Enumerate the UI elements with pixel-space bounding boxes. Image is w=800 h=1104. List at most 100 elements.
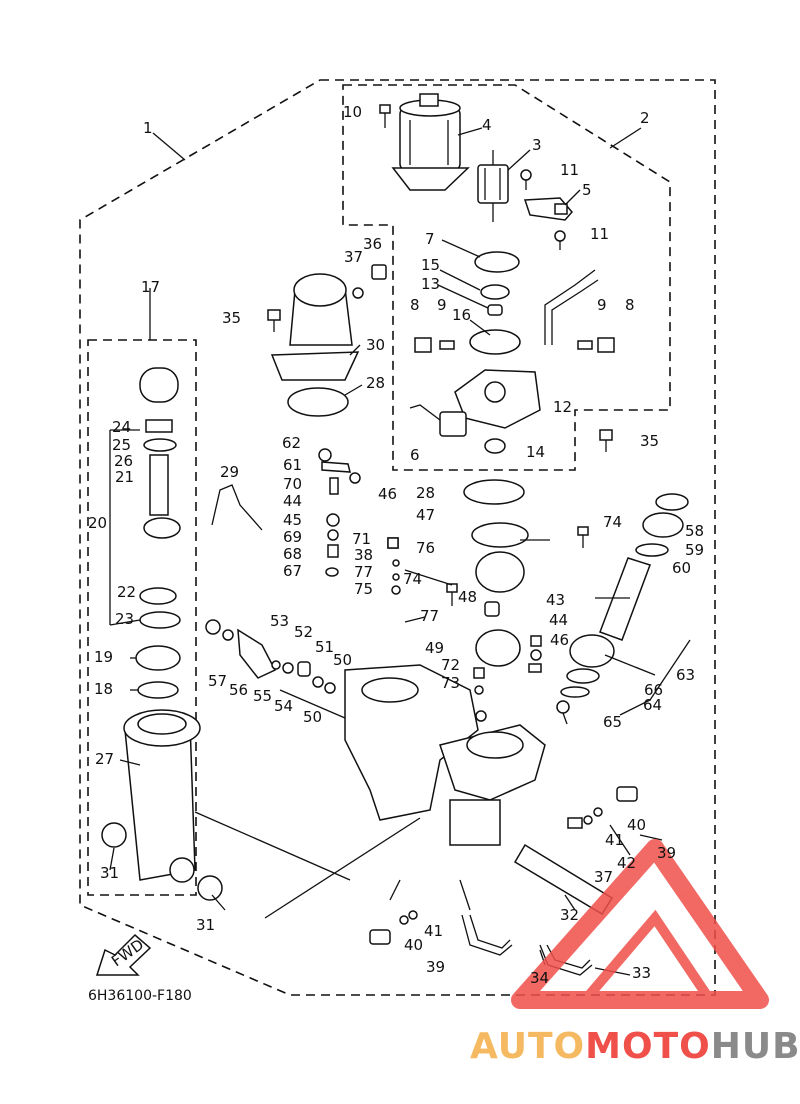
callout-label-29: 29 xyxy=(220,463,239,481)
brush-plate-7 xyxy=(474,251,520,273)
spring-9-left xyxy=(439,340,455,350)
callout-label-13: 13 xyxy=(421,275,440,293)
watermark-part-b: MOTO xyxy=(585,1026,711,1067)
callout-label-11a: 11 xyxy=(560,161,579,179)
cap-19 xyxy=(135,645,181,671)
callout-label-41b: 41 xyxy=(424,922,443,940)
gasket-28-lower xyxy=(463,479,525,505)
spring-9-right xyxy=(577,340,593,350)
callout-label-31b: 31 xyxy=(196,916,215,934)
housing-12 xyxy=(454,369,541,429)
callout-label-17: 17 xyxy=(141,278,160,296)
callout-label-40b: 40 xyxy=(404,936,423,954)
screw-11-upper xyxy=(520,169,532,190)
assembly-2-boundary xyxy=(342,84,671,471)
gasket-16 xyxy=(469,329,521,355)
diagram-code: 6H36100-F180 xyxy=(88,988,192,1004)
callout-label-7: 7 xyxy=(425,230,435,248)
callout-label-57: 57 xyxy=(208,672,227,690)
pipe-34 xyxy=(461,914,513,956)
callout-label-9a: 9 xyxy=(437,296,447,314)
callout-label-74b: 74 xyxy=(403,570,422,588)
cylinder-rod-21 xyxy=(139,367,181,539)
brush-holder-5 xyxy=(523,197,573,221)
bushing-14 xyxy=(484,438,506,454)
callout-label-23: 23 xyxy=(115,610,134,628)
callout-label-35b: 35 xyxy=(640,432,659,450)
seal-66 xyxy=(566,668,600,684)
callout-label-76: 76 xyxy=(416,539,435,557)
callout-label-41a: 41 xyxy=(605,831,624,849)
callout-label-44a: 44 xyxy=(283,492,302,510)
callout-label-33: 33 xyxy=(632,964,651,982)
callout-label-28b: 28 xyxy=(416,484,435,502)
callout-label-11b: 11 xyxy=(590,225,609,243)
filler-plug-36 xyxy=(371,264,387,280)
watermark-part-c: HUB xyxy=(711,1026,800,1067)
callout-label-56: 56 xyxy=(229,681,248,699)
callout-label-3: 3 xyxy=(532,136,542,154)
callout-label-54: 54 xyxy=(274,697,293,715)
watermark-part-a: AUTO xyxy=(470,1026,585,1067)
callout-label-55: 55 xyxy=(253,687,272,705)
screw-35-left xyxy=(267,309,281,332)
callout-label-71: 71 xyxy=(352,530,371,548)
pump-49 xyxy=(475,629,521,667)
cylinder-27 xyxy=(123,709,201,883)
piston-59 xyxy=(642,512,684,538)
watermark-text: AUTOMOTOHUB xyxy=(470,1026,800,1067)
callout-label-64: 64 xyxy=(643,696,662,714)
assembly-17-boundary xyxy=(87,339,197,896)
automotohub-logo xyxy=(511,839,769,1009)
pipe-29 xyxy=(211,484,263,531)
callout-label-46b: 46 xyxy=(550,631,569,649)
callout-label-65: 65 xyxy=(603,713,622,731)
callout-label-24: 24 xyxy=(112,418,131,436)
callout-label-69: 69 xyxy=(283,528,302,546)
manual-valve-55 xyxy=(237,628,277,679)
callout-label-67: 67 xyxy=(283,562,302,580)
callout-label-22: 22 xyxy=(117,583,136,601)
callout-label-77a: 77 xyxy=(420,607,439,625)
callout-label-30: 30 xyxy=(366,336,385,354)
callout-label-63: 63 xyxy=(676,666,695,684)
callout-label-59: 59 xyxy=(685,541,704,559)
callout-label-66: 66 xyxy=(644,681,663,699)
small-fittings xyxy=(399,807,603,925)
callout-label-40a: 40 xyxy=(627,816,646,834)
screw-65 xyxy=(556,700,570,725)
callout-label-44b: 44 xyxy=(549,611,568,629)
piston-63 xyxy=(569,634,615,668)
armature-3 xyxy=(477,150,509,222)
callout-label-37b: 37 xyxy=(594,868,613,886)
callout-label-34: 34 xyxy=(530,969,549,987)
callout-label-5: 5 xyxy=(582,181,592,199)
valve-parts-50-54 xyxy=(271,660,336,694)
gasket-28-upper xyxy=(287,387,349,417)
tilt-rod-63 xyxy=(599,557,651,641)
callout-label-50a: 50 xyxy=(333,651,352,669)
callout-label-50b: 50 xyxy=(303,708,322,726)
reservoir-30 xyxy=(270,273,360,381)
callout-label-42: 42 xyxy=(617,854,636,872)
callout-label-77b: 77 xyxy=(354,563,373,581)
callout-label-39a: 39 xyxy=(657,844,676,862)
oring-60 xyxy=(635,543,669,557)
oring-18 xyxy=(137,681,179,699)
callout-label-70: 70 xyxy=(283,475,302,493)
callout-label-1: 1 xyxy=(143,119,153,137)
lead-wire xyxy=(544,269,599,345)
oring-37-upper xyxy=(352,287,364,299)
screw-10 xyxy=(379,104,391,128)
screw-11-lower xyxy=(554,230,566,250)
callout-label-25: 25 xyxy=(112,436,131,454)
callout-label-72: 72 xyxy=(441,656,460,674)
screw-74-left xyxy=(446,583,458,606)
callout-label-60: 60 xyxy=(672,559,691,577)
callout-label-37a: 37 xyxy=(344,248,363,266)
callout-label-36: 36 xyxy=(363,235,382,253)
callout-label-62: 62 xyxy=(282,434,301,452)
filter-76 xyxy=(475,551,525,593)
